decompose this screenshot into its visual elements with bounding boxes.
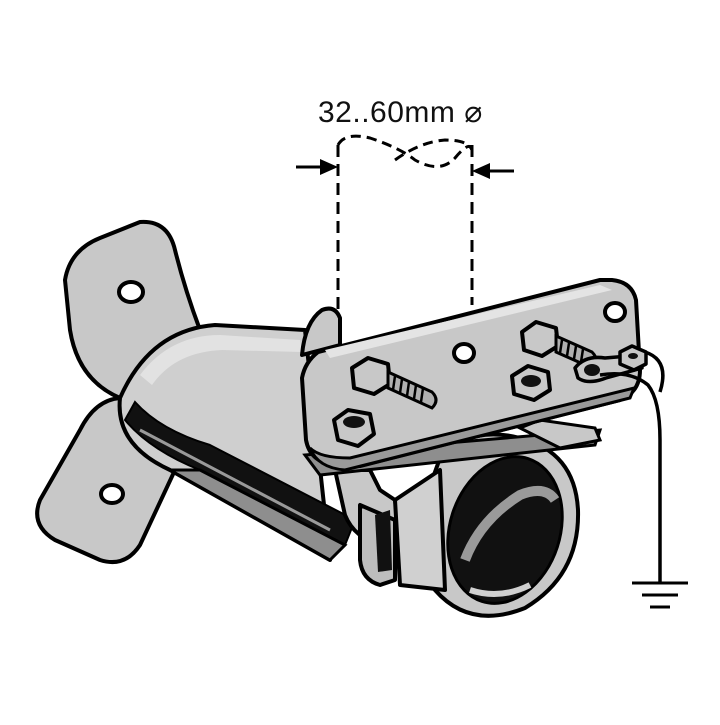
mounting-hole-upper (117, 280, 145, 304)
diameter-dimension-label: 32..60mm ⌀ (318, 96, 483, 129)
ground-wire (599, 350, 665, 582)
boom-tube (117, 323, 357, 562)
mast-pipe (336, 134, 474, 340)
arrow-left-icon (472, 163, 490, 179)
bottom-strap (302, 418, 603, 477)
hex-nut-center (510, 364, 552, 402)
plate-hole-right (603, 301, 627, 323)
hook-tab (300, 306, 342, 357)
hex-bolt-left (350, 356, 438, 410)
mounting-hole-lower (99, 483, 125, 505)
ground-symbol-icon (632, 581, 688, 609)
dimension-arrows (296, 159, 514, 179)
hex-nut-lower (332, 408, 376, 448)
arrow-right-icon (320, 159, 338, 175)
u-strap (333, 468, 447, 592)
ground-lug (573, 344, 648, 384)
plate-hole-center (452, 342, 476, 364)
